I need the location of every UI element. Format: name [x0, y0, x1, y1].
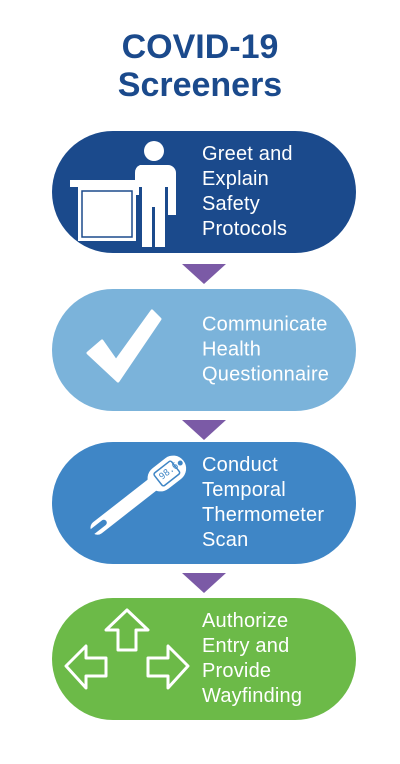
step-wayfinding: Authorize Entry and Provide Wayfinding: [52, 598, 356, 720]
step-greet-label: Greet and Explain Safety Protocols: [202, 143, 293, 240]
step-questionnaire: Communicate Health Questionnaire: [52, 289, 356, 411]
step-thermometer: 98.6 Conduct Temporal Thermometer Scan: [52, 442, 356, 564]
step-wayfinding-label: Authorize Entry and Provide Wayfinding: [202, 610, 303, 707]
checkmark-icon: [86, 309, 162, 383]
step-questionnaire-label: Communicate Health Questionnaire: [202, 313, 330, 386]
thermometer-icon: 98.6: [89, 455, 187, 535]
connector-arrow-1: [182, 264, 226, 284]
connector-arrow-2: [182, 420, 226, 440]
connector-arrow-3: [182, 573, 226, 593]
title-line-1: COVID-19: [121, 28, 279, 66]
directional-arrows-icon: [64, 608, 190, 690]
reception-desk-person-icon: [70, 141, 176, 247]
page-title: COVID-19 Screeners: [0, 28, 400, 104]
title-line-2: Screeners: [117, 66, 283, 104]
step-greet: Greet and Explain Safety Protocols: [52, 131, 356, 253]
step-thermometer-label: Conduct Temporal Thermometer Scan: [202, 454, 325, 551]
